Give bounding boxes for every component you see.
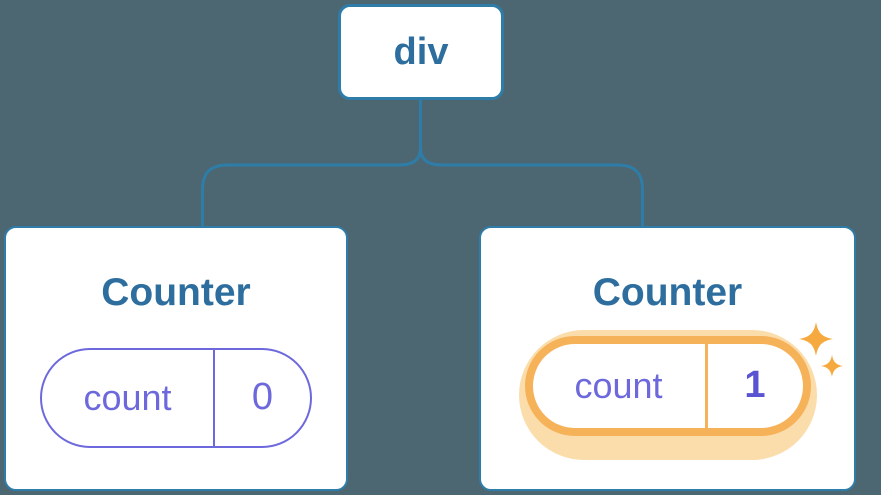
sparkle-small	[821, 355, 843, 377]
root-node-div: div	[338, 4, 504, 100]
connector-branch-right	[419, 147, 644, 227]
connector-branch-left	[201, 147, 422, 227]
counter-card-right: Counter count 1	[479, 226, 856, 491]
state-value: 1	[744, 364, 766, 407]
state-pill-highlighted: count 1	[524, 335, 811, 436]
state-pill-highlight-glow: count 1	[518, 329, 817, 460]
state-key-label: count	[533, 343, 708, 428]
component-title: Counter	[101, 271, 251, 314]
state-key-label: count	[42, 349, 215, 446]
sparkles-icon	[799, 322, 843, 377]
root-node-label: div	[393, 30, 449, 73]
component-title: Counter	[592, 271, 743, 314]
state-pill: count 0	[40, 347, 312, 448]
state-value: 0	[251, 376, 274, 419]
sparkle-large	[799, 322, 833, 356]
counter-card-left: Counter count 0	[4, 226, 348, 491]
